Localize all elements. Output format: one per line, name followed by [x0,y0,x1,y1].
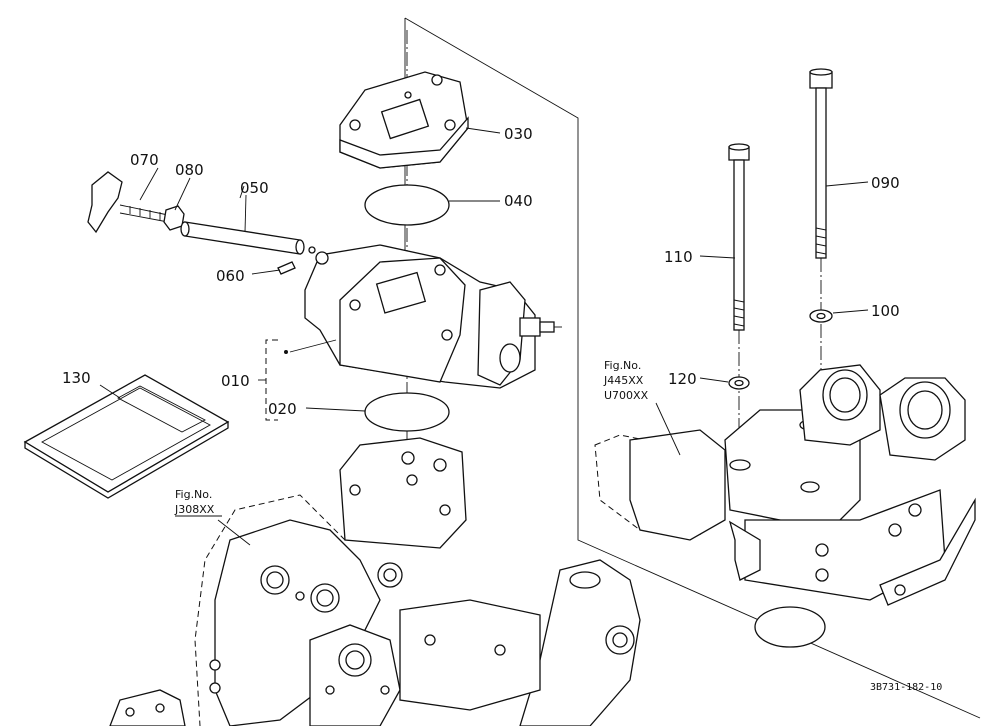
manual-booklet-130 [23,374,230,499]
washer-120 [728,376,750,390]
washer-100 [809,309,833,323]
callout-130: 130 [62,369,91,387]
valve-body-010 [284,244,562,389]
knob-screw-070 [87,171,169,234]
cover-plate-030 [339,71,469,169]
callout-050: 050 [240,179,269,197]
callout-100: 100 [871,302,900,320]
callout-020: 020 [268,400,297,418]
lower-housing [109,437,641,726]
fig-ref-left-number: J308XX [174,503,215,516]
callout-090: 090 [871,174,900,192]
callout-060: 060 [216,267,245,285]
diagram-code: 3B731-182-10 [870,682,942,693]
o-ring-040 [364,184,450,226]
pipe-050 [180,221,316,255]
callout-070: 070 [130,151,159,169]
callout-040: 040 [504,192,533,210]
fig-ref-right-number-1: J445XX [603,374,644,387]
pin-060 [277,261,296,275]
fig-ref-left-label: Fig.No. [175,488,212,501]
callout-110: 110 [664,248,693,266]
callout-120: 120 [668,370,697,388]
leader-lines [99,127,869,546]
control-valve-assembly [594,364,976,648]
fig-ref-right-number-2: U700XX [604,389,649,402]
bolt-090 [809,68,833,420]
callout-010: 010 [221,372,250,390]
callout-030: 030 [504,125,533,143]
o-ring-020 [364,392,450,432]
callout-080: 080 [175,161,204,179]
bolt-110 [728,143,750,470]
fig-ref-right-label: Fig.No. [604,359,641,372]
